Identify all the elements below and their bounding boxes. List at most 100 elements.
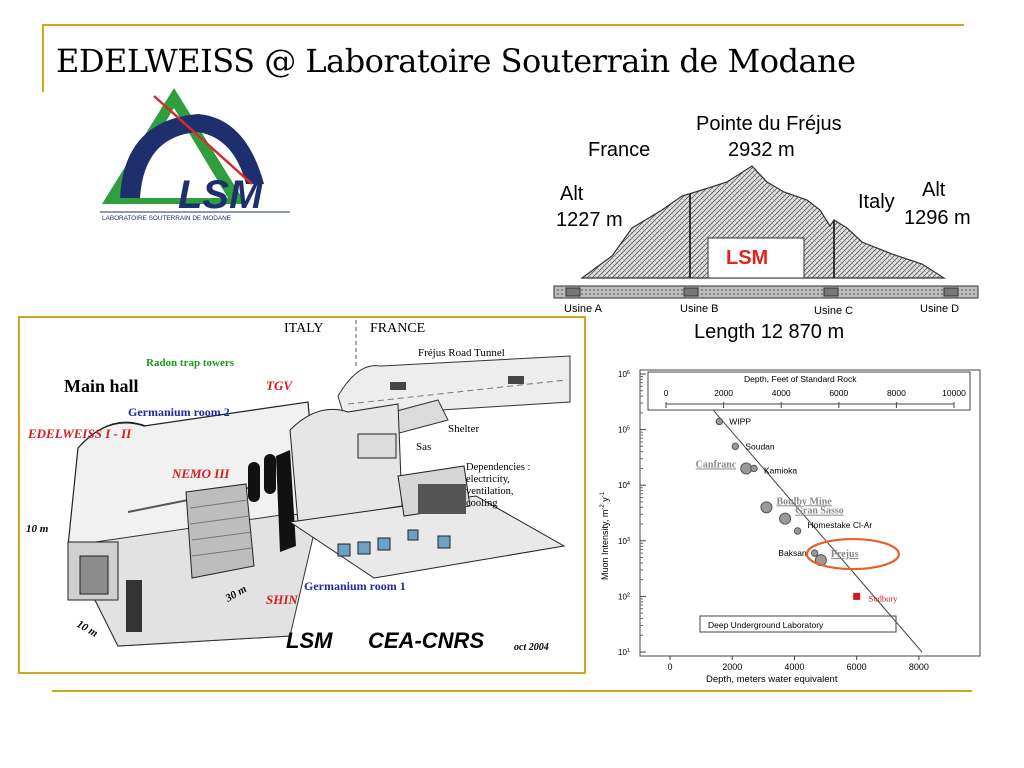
tunnel-bar <box>553 285 979 299</box>
top-axis-label: Depth, Feet of Standard Rock <box>744 374 857 384</box>
germanium-equipment-5 <box>407 529 419 541</box>
y-tick-label-1: 102 <box>618 592 630 601</box>
y-axis-label: Muon Intensity, m-2 y-1 <box>600 491 610 580</box>
mountain-shape <box>580 165 947 279</box>
credit-cea-cnrs: CEA-CNRS <box>368 628 484 653</box>
x-tick-label-1: 2000 <box>722 662 742 672</box>
point-label-frejus: Frejus <box>831 549 859 560</box>
y-axis-label-mid: y <box>600 497 610 505</box>
germanium-room-1-label: Germanium room 1 <box>304 579 406 593</box>
edelweiss-label: EDELWEISS I - II <box>27 426 132 441</box>
y-tick-exponent-1: 2 <box>627 592 630 598</box>
lab-italy-label: ITALY <box>284 321 323 336</box>
alt-left-value: 1227 m <box>556 209 623 231</box>
tunnel-length: Length 12 870 m <box>694 321 844 343</box>
electronics-rack <box>126 580 142 632</box>
dependencies-line-4: cooling <box>466 498 498 509</box>
peak-name: Pointe du Fréjus <box>696 113 842 135</box>
radon-tower-1 <box>248 462 260 502</box>
peak-altitude: 2932 m <box>728 139 795 161</box>
top-tick-label-0: 0 <box>664 388 669 398</box>
muon-intensity-chart: Depth, Feet of Standard Rock 0 2000 4000 60… <box>600 369 981 685</box>
radon-label: Radon trap towers <box>146 357 235 369</box>
road-tunnel-label: Fréjus Road Tunnel <box>418 347 505 359</box>
logo-mark: LSM <box>178 173 264 217</box>
usine-b-label: Usine B <box>680 303 719 315</box>
point-wipp <box>715 417 724 426</box>
x-tick-label-2: 4000 <box>784 662 804 672</box>
dependencies-block <box>418 484 466 514</box>
germanium-equipment-1 <box>337 543 351 557</box>
point-label-kamioka: Kamioka <box>764 465 797 475</box>
lab-schematic: ITALY FRANCE Fréjus Road Tunnel Radon tr… <box>18 316 586 674</box>
lsm-box <box>707 237 805 279</box>
point-kamioka <box>750 464 758 473</box>
x-tick-label-3: 6000 <box>847 662 867 672</box>
shin-label: SHIN <box>266 592 298 607</box>
shin-partition <box>276 450 296 552</box>
point-sudbury <box>853 592 861 600</box>
germanium-equipment-3 <box>377 537 391 551</box>
y-tick-label-4: 105 <box>618 426 630 435</box>
edelweiss-shield <box>79 555 109 595</box>
point-baksan <box>810 549 819 557</box>
italy-label: Italy <box>858 191 895 213</box>
y-axis-label-sup1: -2 <box>600 504 606 510</box>
car-1 <box>390 382 406 390</box>
shelter-box <box>357 433 397 459</box>
mountain-profile: LSM France Pointe du Fréjus 2932 m Alt 1… <box>553 113 979 343</box>
highlight-ring-frejus <box>805 537 900 571</box>
point-label-gran-sasso: Gran Sasso <box>795 506 844 517</box>
usine-a-marker <box>565 287 581 297</box>
road-tunnel-lane <box>347 379 567 405</box>
france-label: France <box>588 139 650 161</box>
point-label-baksan: Baksan <box>778 548 807 558</box>
germanium-room-2-label: Germanium room 2 <box>128 405 230 419</box>
usine-d-marker <box>943 287 959 297</box>
main-hall-label: Main hall <box>64 376 139 396</box>
nemo-label: NEMO III <box>171 466 230 481</box>
point-label-canfranc: Canfranc <box>696 459 737 470</box>
band-box <box>699 615 897 633</box>
point-label-boulby-mine: Boulby Mine <box>776 496 832 507</box>
logo-inner-white <box>120 108 228 198</box>
car-2 <box>508 376 524 384</box>
germanium-equipment-4 <box>437 535 451 549</box>
dependencies-line-3: ventilation, <box>466 486 514 497</box>
germanium-equipment-2 <box>357 541 371 555</box>
y-tick-label-3: 104 <box>618 481 630 490</box>
point-gran-sasso <box>779 512 792 525</box>
usine-b-marker <box>683 287 699 297</box>
usine-a-label: Usine A <box>564 303 603 315</box>
credit-lsm: LSM <box>286 628 333 653</box>
y-axis-label-sup2: -1 <box>600 491 606 497</box>
point-label-soudan: Soudan <box>745 441 775 451</box>
point-soudan <box>731 442 740 451</box>
trend-line <box>713 410 923 653</box>
radon-tower-2 <box>264 454 276 494</box>
top-tick-label-5: 10000 <box>942 388 966 398</box>
road-tunnel <box>337 355 571 417</box>
point-label-wipp: WIPP <box>729 416 751 426</box>
usine-c-marker <box>823 287 839 297</box>
plot-frame <box>639 369 981 657</box>
y-tick-label-2: 103 <box>618 537 630 546</box>
logo-navy-arc <box>120 114 264 198</box>
title-rule-vertical <box>42 24 44 92</box>
dim-10m-a: 10 m <box>26 523 49 535</box>
main-hall-roof-arc <box>77 421 147 449</box>
bottom-rule <box>52 690 972 692</box>
logo-red-line <box>153 95 253 185</box>
point-homestake-cl-ar <box>793 527 802 535</box>
y-axis-ticks: 101 102 103 104 105 106 <box>618 370 646 657</box>
y-tick-exponent-5: 6 <box>627 370 630 376</box>
top-tick-label-4: 8000 <box>887 388 906 398</box>
y-tick-label-0: 101 <box>618 648 630 657</box>
y-tick-exponent-2: 3 <box>627 537 630 543</box>
slide-title: EDELWEISS @ Laboratoire Souterrain de Mo… <box>56 42 856 80</box>
y-tick-exponent-4: 5 <box>627 426 630 432</box>
y-tick-exponent-0: 1 <box>627 648 630 654</box>
top-tick-label-3: 6000 <box>829 388 848 398</box>
y-tick-label-5: 106 <box>618 370 630 379</box>
